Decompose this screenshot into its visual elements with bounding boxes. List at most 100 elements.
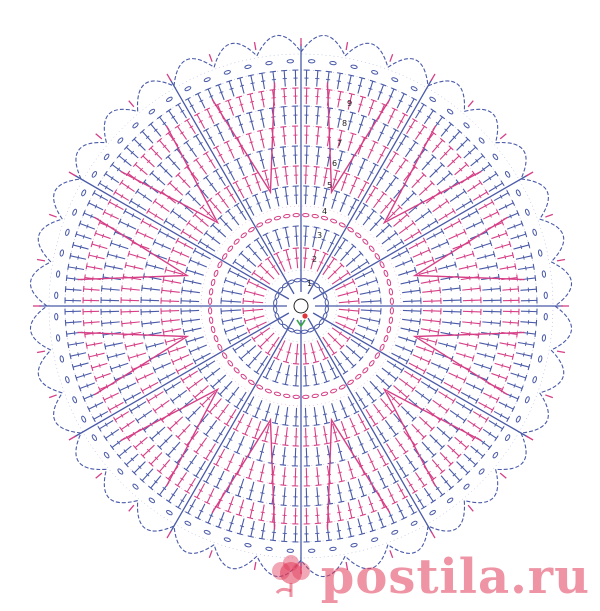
stitch-bar [357,342,361,347]
stitch-top [456,453,462,459]
stitch-bar [198,141,203,145]
stitch-top [520,220,524,227]
scallop-chain [300,34,346,57]
stitch-bar [209,425,214,430]
chain-mark [72,396,78,404]
stitch-top [354,175,360,180]
stitch-bar [398,389,403,394]
stitch-top [403,474,409,479]
stitch-top [223,468,230,472]
stitch-top [232,258,237,265]
stitch-top [243,287,247,295]
stitch-bar [224,222,228,226]
stitch-bar [408,327,411,333]
stitch-bar [274,433,279,436]
stitch-top [387,222,392,228]
chain-mark [429,509,436,516]
chain-mark [264,388,272,394]
stitch-top [192,394,198,400]
stitch-bar [246,257,251,262]
stitch-top [204,107,211,112]
stitch-bar [156,177,161,181]
stitch-top [450,355,454,362]
stitch-top [122,332,125,339]
scallop-chain [464,469,499,504]
stitch-top [170,247,175,253]
stitch-bar [472,384,476,389]
stitch-top [97,180,102,187]
stitch-bar [444,213,448,218]
stitch-bar [499,413,503,418]
chain-mark [81,415,87,423]
stitch-top [354,432,360,437]
stitch-top [439,137,446,143]
stitch-bar [194,270,197,275]
stitch-top [247,92,254,96]
stitch-bar [417,109,422,113]
stitch-top [245,243,251,249]
stitch-top [371,208,377,214]
stitch-top [67,263,70,270]
stitch-bar [179,251,183,256]
stitch-bar [455,233,459,238]
stitch-bar [342,181,347,184]
stitch-bar [423,260,426,265]
stitch-bar [285,236,290,239]
stitch-top [480,218,485,225]
stitch-top [271,187,279,191]
stitch-bar [348,141,353,144]
stitch-bar [228,171,233,174]
stitch-top [71,241,75,248]
stitch-bar [399,141,404,145]
stitch-top [272,228,279,232]
picot-mark [545,394,554,399]
stitch-top [322,356,329,361]
scallop-chain [344,42,389,68]
stitch-top [342,237,349,242]
scallop-chain [539,218,565,263]
stitch-bar [312,373,317,376]
stitch-top [420,505,427,510]
stitch-bar [398,355,401,360]
stitch-bar [358,486,364,489]
stitch-bar [208,494,213,497]
stitch-top [199,402,205,408]
stitch-top [379,392,385,397]
stitch-bar [341,407,346,410]
spoke-line [312,174,529,300]
scallop-chain [29,305,52,351]
stitch-top [252,193,259,197]
stitch-bar [522,352,525,357]
chain-mark [256,384,264,390]
stitch-bar [146,159,151,164]
stitch-top [490,407,495,413]
stitch-bar [241,265,245,270]
stitch-bar [224,386,228,390]
stitch-top [182,276,186,284]
stitch-top [437,189,443,195]
chain-mark [338,384,346,390]
stitch-top [378,287,381,294]
chain-mark [54,291,59,300]
stitch-top [87,353,91,360]
stitch-bar [520,362,523,368]
stitch-top [234,135,241,140]
stitch-bar [115,254,118,259]
stitch-top [85,263,88,270]
stitch-top [225,208,231,214]
stitch-bar [260,511,265,514]
stitch-bar [359,166,364,169]
stitch-top [74,374,78,381]
stitch-bar [246,424,251,428]
stitch-bar [341,202,346,205]
stitch-bar [525,266,527,271]
stitch-top [325,539,333,542]
stitch-top [185,266,188,273]
stitch-bar [426,446,430,451]
stitch-bar [183,365,187,370]
stitch-bar [417,499,422,503]
stitch-bar [489,394,492,399]
stitch-top [271,442,279,445]
stitch-top [256,150,263,153]
chain-mark [274,292,280,300]
